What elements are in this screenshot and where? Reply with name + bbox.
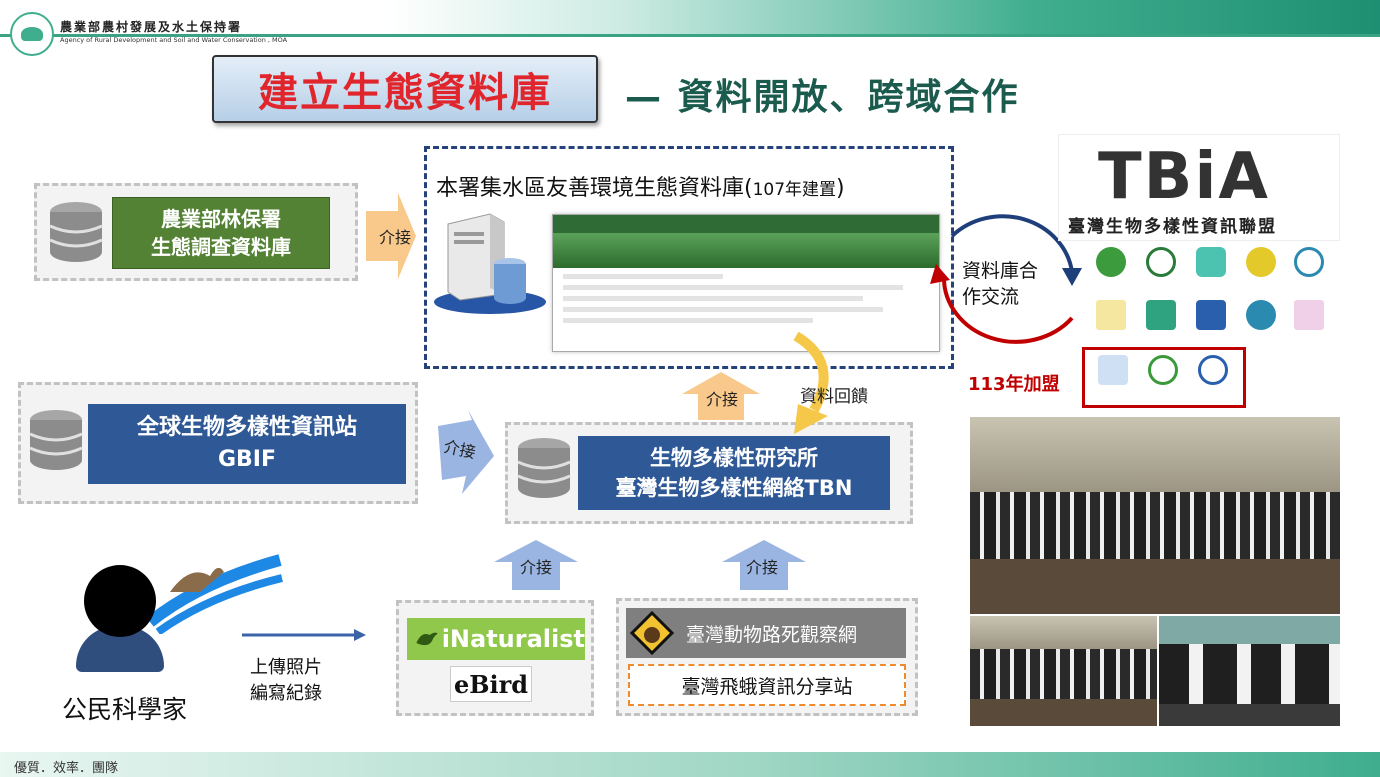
connect-label-roadkill: 介接 [746,558,779,577]
header-band [0,0,1380,34]
partner-logo-icon [1294,300,1324,330]
forestry-line1: 農業部林保署 [161,207,281,231]
joined-label: 113年加盟 [968,374,1060,395]
feedback-arrow [793,332,829,434]
partner-logo-icon [1096,247,1126,277]
partner-logo-icon [1098,355,1128,385]
footer-slogan: 優質．效率．團隊 [14,761,119,776]
connect-label-forestry: 介接 [379,228,412,247]
tbia-logo-panel [1058,134,1340,241]
partner-logo-icon [1146,300,1176,330]
upload-line2: 編寫紀錄 [250,683,322,704]
feedback-label: 資料回饋 [800,387,868,407]
footer-band [0,752,1380,777]
main-database-year: 107年建置 [752,180,837,200]
partner-logo-icon [1246,300,1276,330]
connect-arrow-forestry [366,193,416,279]
gbif-label: 全球生物多樣性資訊站 GBIF [88,404,406,484]
connect-arrow-gbif [438,410,494,494]
connect-arrow-inaturalist [494,540,578,590]
ebird-logo: eBird [450,666,532,702]
inaturalist-logo: iNaturalist [407,618,585,660]
tbn-line1: 生物多樣性研究所 [650,446,818,470]
tbia-logo: TBiA [1098,140,1270,214]
upload-arrow [242,629,366,641]
exchange-cycle-arrow [930,214,1082,344]
moth-network: 臺灣飛蛾資訊分享站 [628,664,906,706]
agency-name-en: Agency of Rural Development and Soil and… [60,36,288,44]
partner-logo-icon [1148,355,1178,385]
connect-arrow-tbn [682,372,760,420]
partner-logo-icon [1294,247,1324,277]
alliance-group-photo [970,417,1340,614]
partner-logo-icon [1096,300,1126,330]
database-icon [29,410,83,470]
header-line [0,34,1380,37]
db-exchange-line1: 資料庫合 [962,260,1039,282]
citizen-device-icon [146,554,283,634]
ebird-label: eBird [453,669,529,699]
gbif-line1: 全球生物多樣性資訊站 [136,415,357,440]
main-database-title: 本署集水區友善環境生態資料庫(107年建置) [436,176,845,201]
moth-label: 臺灣飛蛾資訊分享站 [681,675,853,698]
tbia-name: 臺灣生物多樣性資訊聯盟 [1068,217,1277,237]
bird-icon [416,632,438,646]
partner-logo-icon [1198,355,1228,385]
connect-arrow-roadkill [722,540,806,590]
signing-photo-left [970,616,1157,726]
agency-logo [10,12,54,56]
partner-logo-icon [1146,247,1176,277]
upload-line1: 上傳照片 [250,657,322,678]
server-icon [434,213,546,314]
tbn-line2: 臺灣生物多樣性網絡TBN [615,476,853,500]
tbn-label: 生物多樣性研究所 臺灣生物多樣性網絡TBN [578,436,890,510]
partner-logo-icon [1246,247,1276,277]
database-icon [517,438,571,498]
citizen-label: 公民科學家 [62,695,188,724]
partner-logo-icon [1196,247,1226,277]
signing-photo-right [1159,616,1340,726]
agency-name-zh: 農業部農村發展及水土保持署 [60,20,243,34]
roadkill-network: 臺灣動物路死觀察網 [626,608,906,658]
connect-label-tbn: 介接 [706,390,739,409]
database-icon [49,202,103,262]
forestry-line2: 生態調查資料庫 [151,235,291,259]
database-website-screenshot [552,214,940,352]
roadkill-sign-icon [630,611,674,655]
roadkill-label: 臺灣動物路死觀察網 [686,623,858,646]
connect-label-inaturalist: 介接 [520,558,553,577]
partner-logo-icon [1196,300,1226,330]
db-exchange-label: 資料庫合 作交流 [962,258,1038,310]
gbif-line2: GBIF [217,447,277,472]
slide-title: 建立生態資料庫 [212,55,598,123]
citizen-head-icon [84,565,156,637]
forestry-database-label: 農業部林保署 生態調查資料庫 [112,197,330,269]
db-exchange-line2: 作交流 [962,286,1020,308]
new-members-frame [1082,347,1246,408]
upload-label: 上傳照片 編寫紀錄 [250,655,322,707]
slide-subtitle: — 資料開放、跨域合作 [625,77,1020,118]
inaturalist-label: iNaturalist [441,625,585,653]
